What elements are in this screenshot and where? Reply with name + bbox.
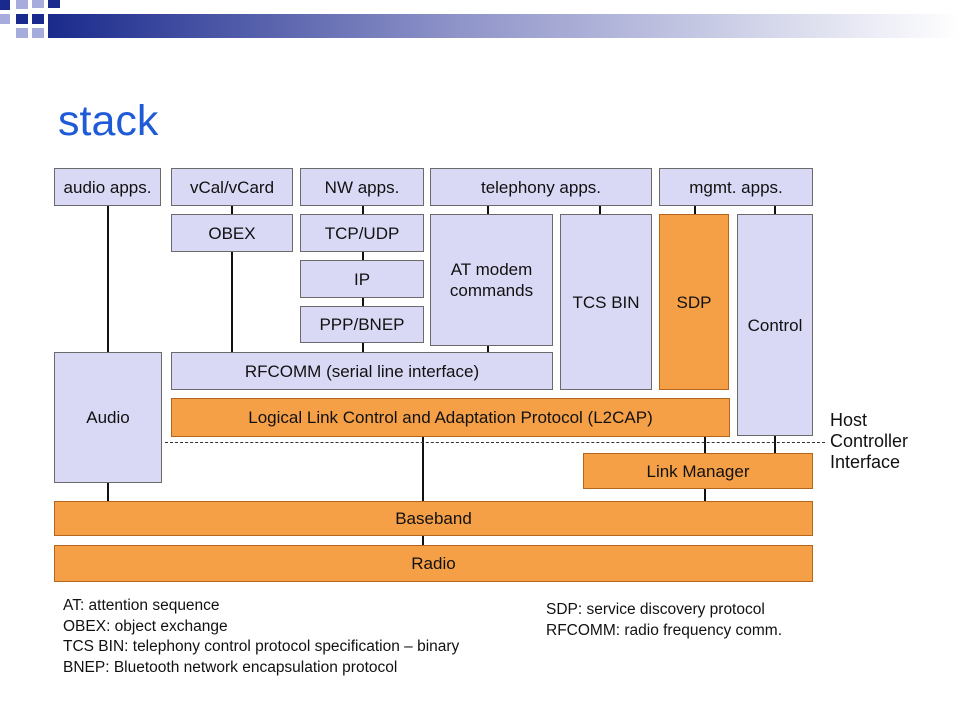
legend-left: AT: attention sequence OBEX: object exch…	[63, 596, 459, 678]
connector-tcp-ip	[362, 252, 364, 260]
rfcomm-box: RFCOMM (serial line interface)	[171, 352, 553, 390]
connector-audio-baseband	[107, 483, 109, 501]
control-box: Control	[737, 214, 813, 436]
connector-linkmanager-baseband	[704, 489, 706, 501]
legend-right: SDP: service discovery protocol RFCOMM: …	[546, 600, 782, 641]
connector-nw-tcp	[362, 206, 364, 214]
tcp-udp-box: TCP/UDP	[300, 214, 424, 252]
connector-telephony-tcs	[599, 206, 601, 214]
connector-vcal-obex	[231, 206, 233, 214]
connector-obex-rfcomm	[231, 252, 233, 352]
connector-telephony-at	[487, 206, 489, 214]
connector-baseband-radio	[422, 536, 424, 545]
baseband-box: Baseband	[54, 501, 813, 536]
obex-box: OBEX	[171, 214, 293, 252]
legend-item-bnep: BNEP: Bluetooth network encapsulation pr…	[63, 658, 398, 676]
connector-ip-ppp	[362, 298, 364, 306]
connector-control-linkmanager	[774, 436, 776, 453]
connector-l2cap-linkmanager	[704, 437, 706, 453]
ip-box: IP	[300, 260, 424, 298]
at-modem-commands-box: AT modem commands	[430, 214, 553, 346]
connector-ppp-rfcomm	[362, 343, 364, 352]
ppp-bnep-box: PPP/BNEP	[300, 306, 424, 343]
legend-item-sdp: SDP: service discovery protocol	[546, 601, 765, 618]
connector-mgmt-sdp	[694, 206, 696, 214]
connector-at-rfcomm	[487, 346, 489, 352]
legend-item-rfcomm: RFCOMM: radio frequency comm.	[546, 621, 782, 639]
audio-box: Audio	[54, 352, 162, 483]
sdp-box: SDP	[659, 214, 729, 390]
host-controller-interface-line	[165, 442, 825, 443]
mgmt-apps-box: mgmt. apps.	[659, 168, 813, 206]
legend-item-tcs-bin: TCS BIN: telephony control protocol spec…	[63, 638, 460, 655]
radio-box: Radio	[54, 545, 813, 582]
audio-apps-box: audio apps.	[54, 168, 161, 206]
bluetooth-protocol-stack-diagram: audio apps. vCal/vCard NW apps. telephon…	[40, 160, 940, 590]
vcal-vcard-box: vCal/vCard	[171, 168, 293, 206]
hci-label: Host Controller Interface	[830, 410, 909, 472]
telephony-apps-box: telephony apps.	[430, 168, 652, 206]
connector-l2cap-baseband	[422, 437, 424, 501]
connector-mgmt-control	[774, 206, 776, 214]
link-manager-box: Link Manager	[583, 453, 813, 489]
slide-title: stack	[58, 97, 159, 145]
legend-item-at: AT: attention sequence	[63, 597, 220, 614]
tcs-bin-box: TCS BIN	[560, 214, 652, 390]
nw-apps-box: NW apps.	[300, 168, 424, 206]
l2cap-box: Logical Link Control and Adaptation Prot…	[171, 398, 730, 437]
title-bar-decoration	[0, 0, 960, 38]
legend-item-obex: OBEX: object exchange	[63, 617, 228, 635]
